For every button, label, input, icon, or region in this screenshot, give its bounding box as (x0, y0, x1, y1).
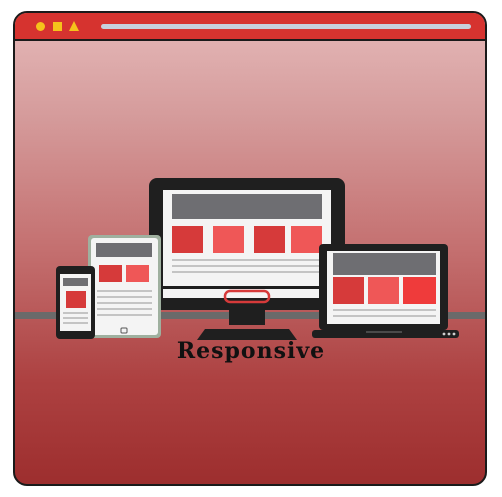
tablet-icon (88, 235, 161, 338)
window-titlebar (15, 13, 485, 41)
responsive-caption: Responsive (176, 338, 326, 364)
phone-icon (56, 266, 95, 339)
laptop-icon (312, 244, 459, 338)
circle-icon[interactable] (36, 22, 45, 31)
desktop-monitor-icon (149, 178, 345, 340)
triangle-icon[interactable] (69, 21, 79, 31)
square-icon[interactable] (53, 22, 62, 31)
address-bar[interactable] (101, 24, 471, 29)
